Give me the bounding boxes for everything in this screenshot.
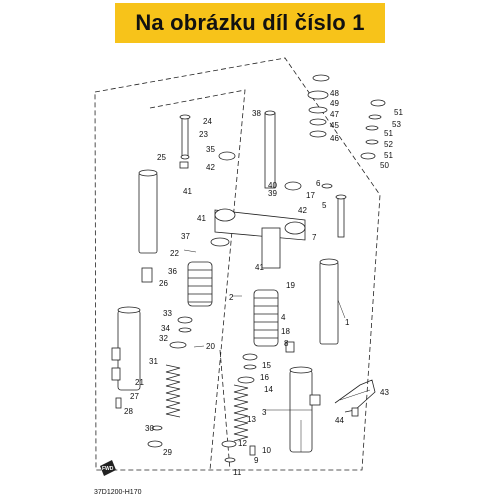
callout: 17 — [306, 191, 315, 200]
callout: 1 — [345, 318, 350, 327]
callout: 29 — [163, 448, 172, 457]
left-inner-tube — [138, 169, 158, 254]
dashed-frame — [94, 57, 381, 471]
steering-bearings — [307, 74, 386, 160]
caliper-bracket — [334, 379, 376, 417]
callout: 36 — [168, 267, 177, 276]
callout: 39 — [268, 189, 277, 198]
callout: 30 — [145, 424, 154, 433]
callout: 19 — [286, 281, 295, 290]
callout: 6 — [316, 179, 321, 188]
callout: 42 — [298, 206, 307, 215]
callout: 14 — [264, 385, 273, 394]
callout: 50 — [380, 161, 389, 170]
right-outer-tube — [289, 366, 321, 453]
callout: 48 — [330, 89, 339, 98]
callout: 37 — [181, 232, 190, 241]
callout: 41 — [197, 214, 206, 223]
callout: 21 — [135, 378, 144, 387]
right-seals — [237, 353, 258, 384]
callout-labels: 1 2 3 4 5 6 7 8 9 10 11 12 13 14 15 16 1… — [124, 89, 403, 477]
callout: 26 — [159, 279, 168, 288]
callout: 5 — [322, 201, 327, 210]
steering-stem — [264, 110, 276, 189]
callout: 15 — [262, 361, 271, 370]
right-fork-boot — [253, 289, 279, 347]
callout: 9 — [254, 456, 259, 465]
left-bottom-parts — [115, 397, 163, 448]
callout: 8 — [284, 339, 289, 348]
callout: 51 — [384, 129, 393, 138]
diagram-code: 37D1200-H170 — [94, 489, 142, 496]
fwd-arrow-icon: FWD — [100, 460, 116, 476]
callout: 47 — [330, 110, 339, 119]
right-bottom-parts — [221, 341, 295, 463]
callout: 38 — [252, 109, 261, 118]
callout: 51 — [384, 151, 393, 160]
callout: 53 — [392, 120, 401, 129]
callout: 33 — [163, 309, 172, 318]
callout: 12 — [238, 439, 247, 448]
title-banner: Na obrázku díl číslo 1 — [115, 3, 385, 43]
callout: 2 — [229, 293, 234, 302]
left-cap-bolt — [179, 114, 191, 169]
left-spring — [165, 364, 181, 418]
callout: 52 — [384, 140, 393, 149]
callout: 41 — [255, 263, 264, 272]
left-seals — [169, 316, 193, 349]
callout: 23 — [199, 130, 208, 139]
callout: 44 — [335, 416, 344, 425]
callout: 45 — [330, 121, 339, 130]
callout: 16 — [260, 373, 269, 382]
right-spring — [233, 384, 249, 442]
callout: 3 — [262, 408, 267, 417]
callout: 10 — [262, 446, 271, 455]
callout: 4 — [281, 313, 286, 322]
callout: 32 — [159, 334, 168, 343]
left-outer-tube — [111, 306, 141, 391]
callout: 24 — [203, 117, 212, 126]
callout: 46 — [330, 134, 339, 143]
callout: 25 — [157, 153, 166, 162]
right-inner-tube — [319, 258, 339, 345]
callout: 49 — [330, 99, 339, 108]
callout: 28 — [124, 407, 133, 416]
callout: 34 — [161, 324, 170, 333]
callout: 27 — [130, 392, 139, 401]
callout: 31 — [149, 357, 158, 366]
callout: 41 — [183, 187, 192, 196]
leader-lines — [183, 249, 371, 452]
callout: 22 — [170, 249, 179, 258]
callout: 40 — [268, 181, 277, 190]
callout: 20 — [206, 342, 215, 351]
banner-text: Na obrázku díl číslo 1 — [135, 10, 365, 35]
caps — [210, 151, 302, 247]
callout: 35 — [206, 145, 215, 154]
callout: 18 — [281, 327, 290, 336]
callout: 43 — [380, 388, 389, 397]
left-fork-boot — [187, 261, 213, 307]
callout: 7 — [312, 233, 317, 242]
callout: 11 — [233, 468, 242, 477]
triple-clamp — [214, 208, 306, 269]
right-cap-bolt — [321, 183, 347, 238]
callout: 51 — [394, 108, 403, 117]
callout: 42 — [206, 163, 215, 172]
left-spacer — [141, 267, 153, 283]
fwd-label: FWD — [102, 466, 114, 472]
callout: 13 — [247, 415, 256, 424]
